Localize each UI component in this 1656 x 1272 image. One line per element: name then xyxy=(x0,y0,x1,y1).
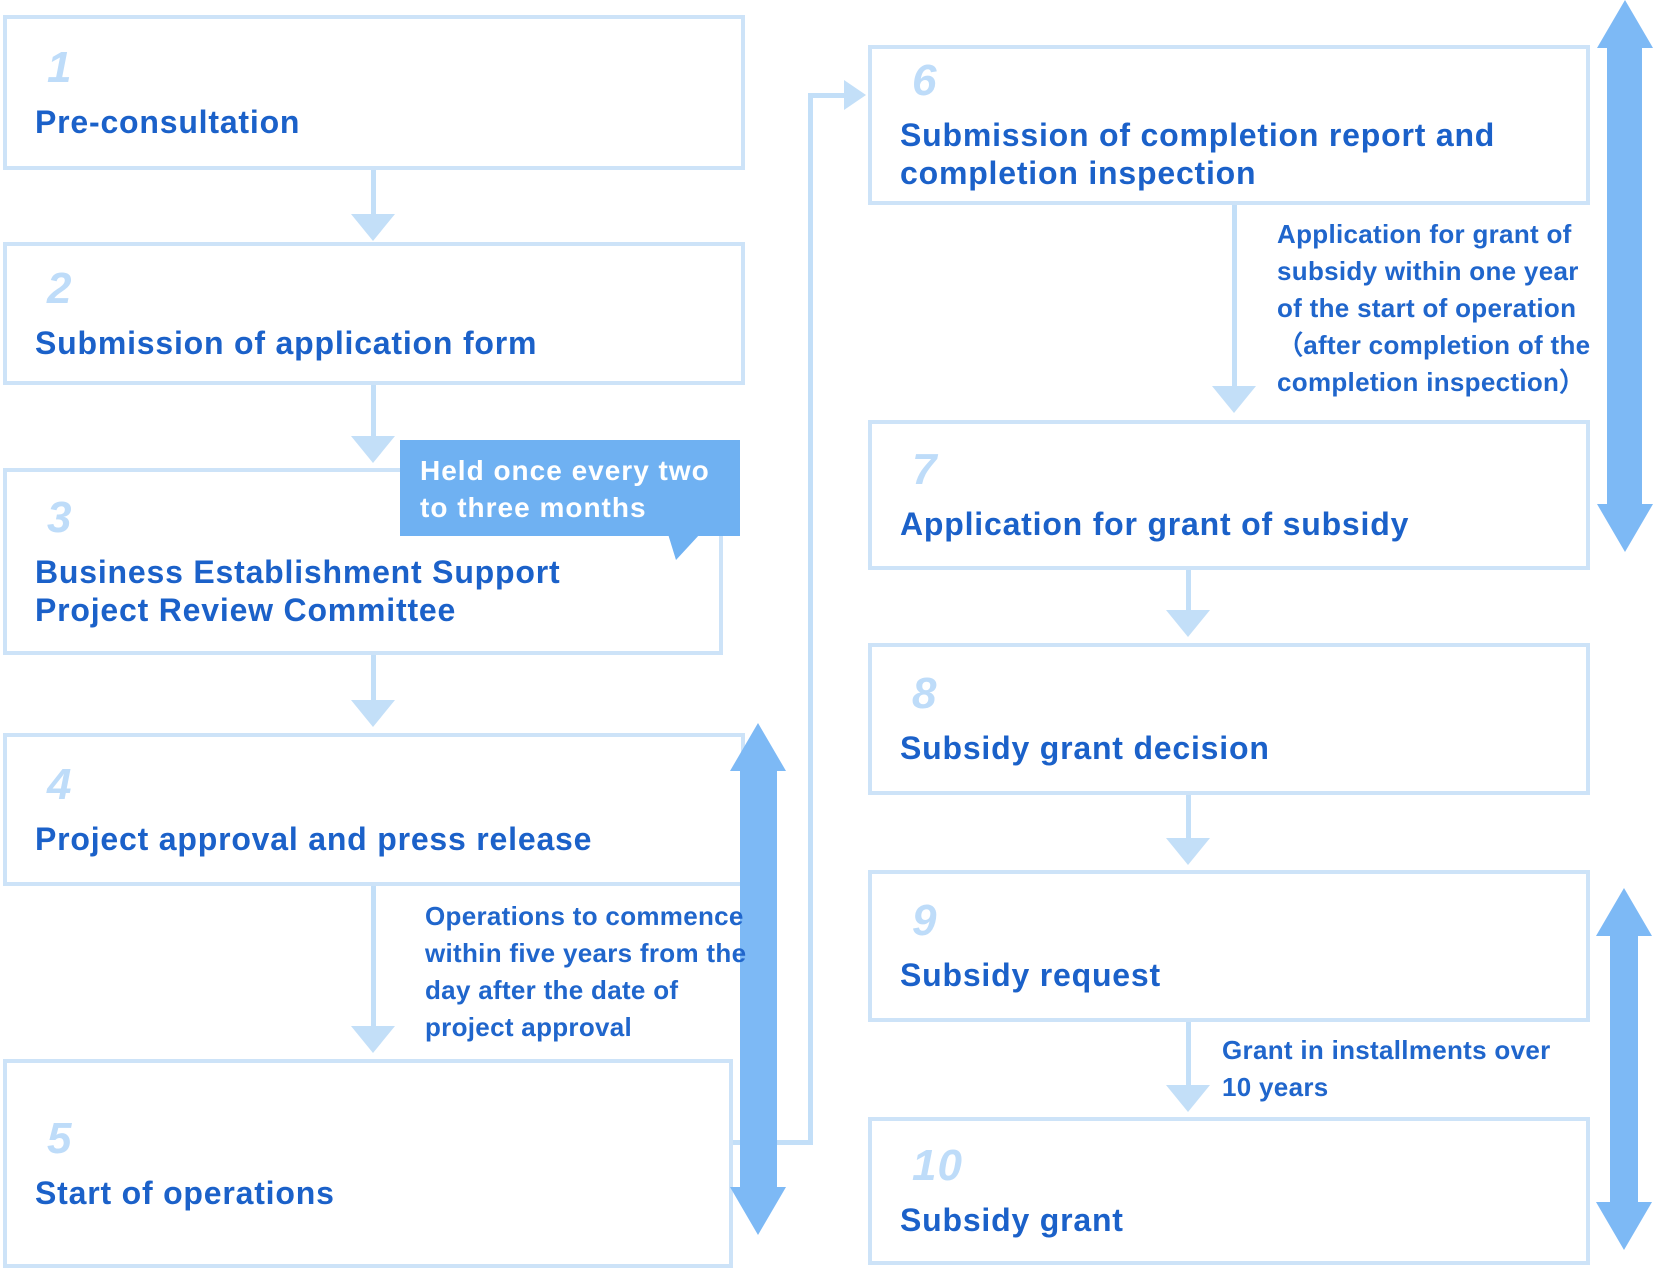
step-5-title: Start of operations xyxy=(35,1174,335,1211)
step-8-box: 8 Subsidy grant decision xyxy=(868,643,1590,795)
operations-deadline-note: Operations to commence within five years… xyxy=(425,901,747,1042)
double-arrow-2-up-icon xyxy=(1597,0,1653,48)
step-3-title: Business Establishment Support Project R… xyxy=(35,553,561,628)
arrow-7-8-line xyxy=(1186,570,1191,611)
step-2-box: 2 Submission of application form xyxy=(3,242,745,385)
double-arrow-2-down-icon xyxy=(1597,504,1653,552)
arrow-4-5-head-icon xyxy=(351,1026,395,1053)
double-arrow-3-shaft xyxy=(1610,931,1638,1209)
step-9-number: 9 xyxy=(912,896,938,945)
installments-note: Grant in installments over 10 years xyxy=(1222,1035,1551,1102)
arrow-1-2-head-icon xyxy=(351,214,395,241)
arrow-1-2-line xyxy=(371,170,376,218)
double-arrow-3-down-icon xyxy=(1596,1202,1652,1250)
step-8-number: 8 xyxy=(912,669,938,718)
callout-tail-icon xyxy=(668,534,700,560)
step-3-number: 3 xyxy=(47,492,73,542)
step-2-title: Submission of application form xyxy=(35,324,538,361)
connector-5-6-top-segment xyxy=(808,93,846,98)
double-arrow-1-shaft xyxy=(740,766,777,1192)
double-arrow-1-down-icon xyxy=(730,1187,786,1235)
step-10-box: 10 Subsidy grant xyxy=(868,1117,1590,1265)
committee-schedule-callout: Held once every two to three months xyxy=(400,440,740,536)
step-5-box: 5 Start of operations xyxy=(3,1059,733,1268)
step-1-title: Pre-consultation xyxy=(35,103,301,140)
connector-5-6-head-icon xyxy=(844,80,866,110)
step-4-number: 4 xyxy=(47,759,73,809)
step-2-number: 2 xyxy=(47,263,73,313)
step-7-box: 7 Application for grant of subsidy xyxy=(868,420,1590,570)
arrow-2-3-head-icon xyxy=(351,436,395,463)
arrow-8-9-line xyxy=(1186,795,1191,839)
arrow-2-3-line xyxy=(371,385,376,437)
step-7-number: 7 xyxy=(912,445,938,494)
arrow-3-4-line xyxy=(371,655,376,701)
arrow-8-9-head-icon xyxy=(1166,838,1210,865)
step-5-number: 5 xyxy=(47,1113,73,1163)
step-10-title: Subsidy grant xyxy=(900,1202,1124,1238)
step-9-box: 9 Subsidy request xyxy=(868,870,1590,1022)
arrow-9-10-line xyxy=(1186,1022,1191,1086)
double-arrow-2-shaft xyxy=(1607,43,1642,508)
step-1-box: 1 Pre-consultation xyxy=(3,15,745,170)
arrow-4-5-line xyxy=(371,886,376,1027)
step-10-number: 10 xyxy=(912,1141,963,1190)
arrow-3-4-head-icon xyxy=(351,700,395,727)
arrow-6-7-head-icon xyxy=(1212,386,1256,413)
step-6-title: Submission of completion report and comp… xyxy=(900,117,1496,191)
step-7-title: Application for grant of subsidy xyxy=(900,506,1410,542)
double-arrow-3-up-icon xyxy=(1596,888,1652,936)
step-6-box: 6 Submission of completion report and co… xyxy=(868,45,1590,205)
arrow-7-8-head-icon xyxy=(1166,610,1210,637)
step-9-title: Subsidy request xyxy=(900,957,1161,993)
double-arrow-1-up-icon xyxy=(730,723,786,771)
grant-application-deadline-note: Application for grant of subsidy within … xyxy=(1277,219,1591,397)
step-8-title: Subsidy grant decision xyxy=(900,730,1270,766)
connector-5-6-vertical-segment xyxy=(808,93,813,1145)
arrow-6-7-line xyxy=(1232,205,1237,387)
step-6-number: 6 xyxy=(912,56,938,105)
step-1-number: 1 xyxy=(47,42,73,92)
step-4-title: Project approval and press release xyxy=(35,820,593,857)
step-4-box: 4 Project approval and press release xyxy=(3,733,745,886)
arrow-9-10-head-icon xyxy=(1166,1085,1210,1112)
